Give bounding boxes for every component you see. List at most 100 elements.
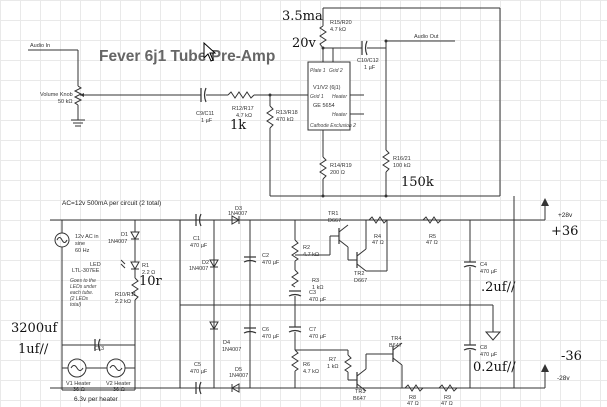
d3-diode [231, 215, 241, 225]
d4-diode [209, 321, 219, 331]
led-note-1: Goes to the [70, 278, 96, 284]
tr3-emitter [356, 383, 367, 392]
r3-value: 1 kΩ [312, 285, 323, 291]
hand-3200uf: 3200uf [11, 321, 58, 336]
hand-minus36: -36 [561, 349, 582, 364]
r14-label: R14/R19 [330, 163, 352, 169]
d4-value: 1N4007 [222, 347, 241, 353]
led-value: LTL-307EE [72, 268, 100, 274]
d1-diode [130, 231, 140, 241]
c4-label: C4 [480, 262, 487, 268]
v2-heater-value: 36 Ω [113, 387, 125, 393]
tr4-label: TR4 [391, 336, 401, 342]
d4-label: D4 [223, 340, 230, 346]
c1-value: 470 µF [190, 243, 208, 249]
hand-02uf: 0.2uf// [473, 360, 516, 375]
r12-label: R12/R17 [232, 106, 254, 112]
minus28-label: -28v [557, 375, 570, 382]
audio-out-label: Audio Out [414, 34, 439, 40]
tube-grid1: Grid 1 [310, 94, 324, 100]
r16-value: 100 kΩ [393, 163, 411, 169]
r12-value: 4.7 kΩ [236, 113, 252, 119]
c2-label: C2 [262, 253, 269, 259]
led-ray-2 [120, 263, 126, 269]
r8-label: R8 [409, 395, 416, 401]
c10-value: 1 µF [364, 65, 376, 71]
led-ray-1 [120, 259, 126, 265]
page-title: Fever 6j1 Tube Pre-Amp [99, 48, 275, 65]
r3-label: R3 [312, 278, 319, 284]
sine-icon [56, 237, 68, 243]
r15-value: 4.7 kΩ [330, 27, 346, 33]
c10-label: C10/C12 [357, 58, 379, 64]
c8-plate-b [463, 347, 477, 351]
c4-value: 470 µF [480, 269, 498, 275]
c9-plate-b [203, 87, 207, 103]
tube-6j1-box [307, 61, 351, 131]
c9-value: 1 µF [201, 118, 213, 124]
tr1-emitter [338, 239, 349, 248]
hand-10r: 10r [139, 274, 163, 289]
ac-spec-note: AC=12v 500mA per circuit (2 total) [62, 200, 161, 207]
d2-value: 1N4007 [189, 266, 208, 272]
tube-part: GE 5654 [313, 103, 335, 109]
r10-label: R10/R11 [115, 292, 136, 298]
hand-plus36: +36 [551, 224, 578, 239]
tr1-label: TR1 [328, 211, 338, 217]
tr4-emitter [392, 357, 403, 366]
c1-plate-b [198, 213, 202, 227]
tr3-label: TR3 [355, 389, 365, 395]
c3-value: 470 µF [309, 297, 327, 303]
r7-label: R7 [329, 357, 336, 363]
c8-value: 470 µF [480, 352, 498, 358]
wiper-arrow [80, 93, 84, 97]
neg-arrow-icon [541, 364, 549, 372]
v1-heater-label: V1 Heater [66, 381, 91, 387]
d5-value: 1N4007 [229, 373, 248, 379]
r3-resistor [291, 269, 299, 288]
r15-resistor [319, 25, 327, 49]
tr1-collector [338, 224, 349, 233]
heater-supply-note: 6.3v per heater [74, 396, 119, 403]
ac-label-1: 12v AC in [75, 234, 99, 240]
led-diode [130, 261, 140, 271]
r5-label: R5 [429, 234, 436, 240]
r15-label: R15/R20 [330, 20, 352, 26]
r6-value: 4.7 kΩ [303, 369, 319, 375]
c13-plate-b [97, 338, 101, 352]
r13-value: 470 kΩ [276, 117, 294, 123]
c7-value: 470 µF [309, 334, 327, 340]
d1-value: 1N4007 [108, 239, 127, 245]
r10-resistor [131, 277, 139, 301]
d1-label: D1 [121, 232, 128, 238]
r2-resistor [291, 239, 299, 262]
c4-plate-b [463, 264, 477, 268]
v1-heater-value: 36 Ω [73, 387, 85, 393]
tr2-collector [356, 248, 367, 257]
ac-label-2: sine [75, 241, 85, 247]
pos-arrow-icon [541, 198, 549, 206]
c13-label: C13 [94, 346, 104, 352]
c7-plate-b [288, 329, 302, 333]
tr4-collector [392, 342, 403, 351]
c6-value: 470 µF [262, 334, 280, 340]
c2-plate-b [243, 259, 257, 263]
tr3-collector [356, 368, 367, 377]
v2-heater-label: V2 Heater [106, 381, 131, 387]
c3-label: C3 [309, 290, 316, 296]
r14-resistor [319, 156, 327, 180]
tr2-value: D667 [354, 278, 367, 284]
r4-label: R4 [374, 234, 381, 240]
v2-filament-icon [109, 365, 123, 371]
tr3-value: B647 [353, 396, 366, 402]
r16-resistor [382, 149, 390, 173]
led-note-3: each tube. [70, 290, 93, 296]
c1-label: C1 [193, 236, 200, 242]
d3-value: 1N4007 [228, 211, 247, 217]
plus28-label: +28v [558, 212, 573, 219]
r12-resistor [227, 91, 255, 99]
r7-value: 1 kΩ [327, 364, 338, 370]
hand-1uf: 1uf// [18, 342, 49, 357]
tr4-value: B647 [389, 343, 402, 349]
